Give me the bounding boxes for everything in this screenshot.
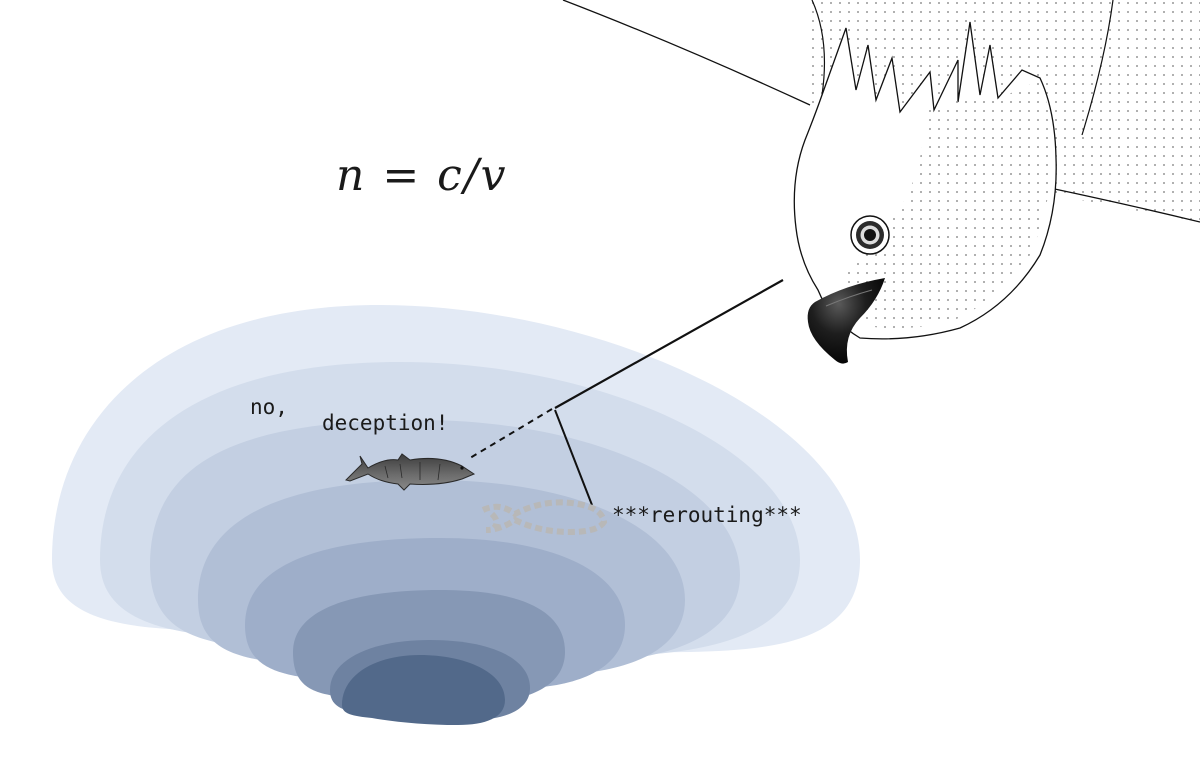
fish-outline-icon	[481, 499, 608, 536]
bird-head-dots	[845, 80, 1053, 329]
fish-icon	[345, 453, 476, 491]
refraction-formula: n = c/v	[336, 150, 508, 201]
water-layers	[52, 305, 860, 725]
line-of-sight	[554, 279, 784, 409]
label-deception: deception!	[322, 411, 448, 435]
cockatoo-head-icon	[793, 21, 1057, 364]
water-layer-8	[342, 655, 505, 725]
label-no: no,	[250, 395, 288, 419]
apparent-line	[469, 408, 553, 459]
sight-lines	[469, 279, 784, 506]
label-rerouting: ***rerouting***	[612, 503, 802, 527]
bird-beak-icon	[807, 278, 885, 364]
refracted-line	[554, 409, 593, 506]
bird-eye-icon	[850, 215, 890, 255]
